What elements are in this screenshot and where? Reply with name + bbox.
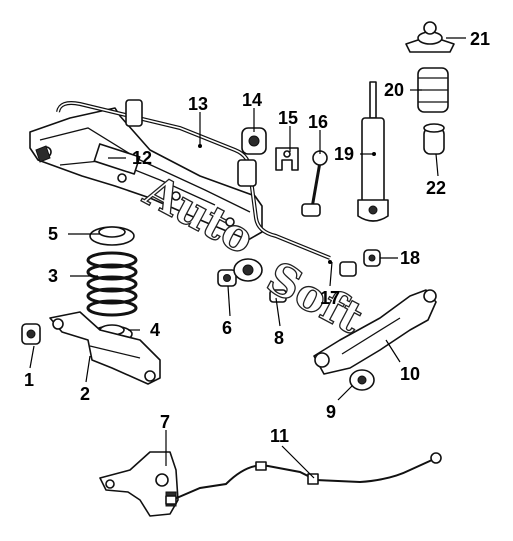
coil-spring	[86, 251, 138, 317]
trailing-arm-bushing	[349, 369, 375, 391]
shock-top-mount	[405, 21, 455, 53]
bump-stop	[423, 123, 445, 155]
callout-13: 13	[188, 94, 208, 114]
callout-1: 1	[24, 370, 34, 390]
callout-18: 18	[400, 248, 420, 268]
callout-10: 10	[400, 364, 420, 384]
callout-22: 22	[426, 178, 446, 198]
abs-sensor-cable	[165, 452, 442, 505]
callout-14: 14	[242, 90, 262, 110]
callout-20: 20	[384, 80, 404, 100]
callout-11: 11	[270, 426, 289, 446]
trailing-arm	[313, 289, 437, 375]
leader-lines	[29, 37, 466, 479]
stabilizer-bar	[56, 99, 331, 260]
callout-2: 2	[80, 384, 90, 404]
crossmember-bushing	[217, 269, 237, 287]
arm-bushing	[21, 323, 41, 345]
callout-12: 12	[132, 148, 152, 168]
callout-4: 4	[150, 320, 160, 340]
callout-21: 21	[470, 29, 490, 49]
callout-9: 9	[326, 402, 336, 422]
callout-19: 19	[334, 144, 354, 164]
stabilizer-bushing	[241, 127, 267, 155]
callout-8: 8	[274, 328, 284, 348]
callout-5: 5	[48, 224, 58, 244]
callout-17: 17	[320, 288, 340, 308]
subframe-mount	[233, 258, 287, 303]
callout-6: 6	[222, 318, 232, 338]
bump-stop-boot	[417, 67, 449, 113]
callout-15: 15	[278, 108, 298, 128]
upper-spring-seat	[89, 226, 135, 246]
callout-7: 7	[160, 412, 170, 432]
stabilizer-link	[301, 150, 328, 217]
link-bushing	[339, 249, 381, 277]
shock-absorber	[357, 81, 389, 222]
bushing-bracket	[275, 147, 299, 171]
callout-16: 16	[308, 112, 328, 132]
callout-labels: 1 2 3 4 5 6 7 8 9 10 11 12 13 14 15 16 1…	[24, 29, 490, 446]
lower-control-arm	[49, 311, 161, 385]
callout-3: 3	[48, 266, 58, 286]
